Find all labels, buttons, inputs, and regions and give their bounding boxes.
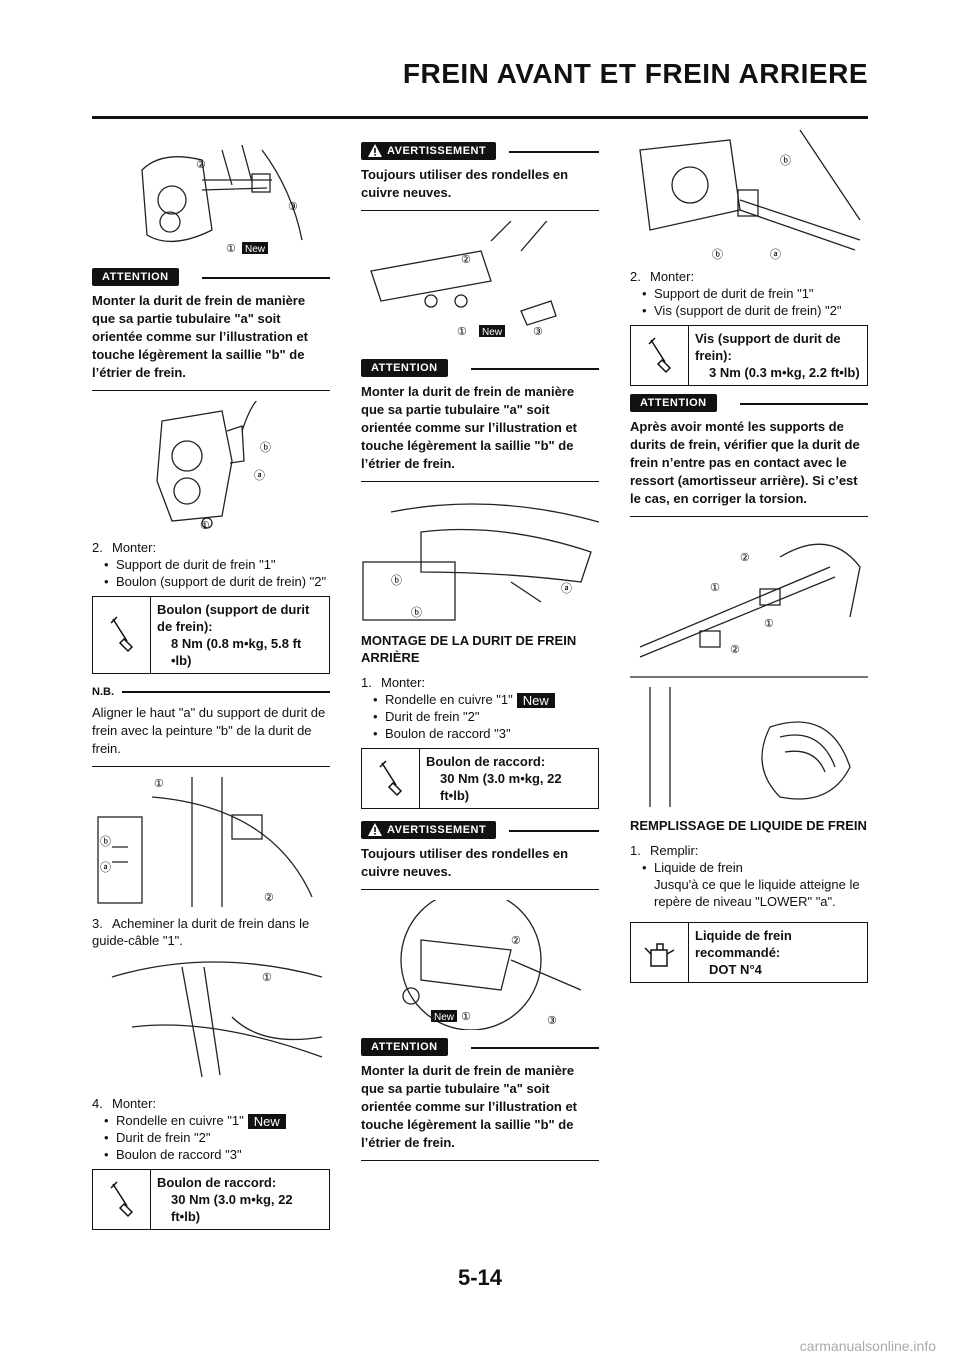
svg-text:②: ②	[264, 892, 274, 904]
illustration-hose-support: ① ⓑ ⓐ ②	[92, 777, 330, 907]
svg-text:③: ③	[547, 1015, 557, 1027]
warning-triangle-icon	[368, 823, 382, 837]
attention-label: ATTENTION	[630, 394, 868, 412]
list-item: Rondelle en cuivre "1"New	[361, 691, 599, 709]
step-2: 2.Monter: Support de durit de frein "1" …	[92, 539, 330, 590]
warning-triangle-icon	[368, 144, 382, 157]
svg-text:ⓐ: ⓐ	[770, 248, 781, 260]
illustration-rear-hose-orientation: ⓑ ⓑ ⓐ	[361, 492, 599, 622]
nb-label: N.B.	[92, 684, 330, 698]
nb-text: Aligner le haut "a" du support de durit …	[92, 704, 330, 767]
watermark: carmanualsonline.info	[799, 1338, 936, 1354]
svg-text:ⓐ: ⓐ	[254, 469, 265, 482]
step-1: 1.Monter: Rondelle en cuivre "1"New Duri…	[361, 674, 599, 742]
column-1: ② ③ ① New ATTENTION Monter la durit de f…	[92, 130, 330, 1231]
list-item: Durit de frein "2"	[361, 708, 599, 725]
warning-text: Toujours utiliser des rondelles en cuivr…	[361, 845, 599, 891]
svg-text:New: New	[434, 1012, 455, 1023]
svg-text:ⓐ: ⓐ	[100, 861, 111, 874]
svg-text:②: ②	[730, 644, 740, 656]
section-title-fluid: REMPLISSAGE DE LIQUIDE DE FREIN	[630, 818, 867, 833]
svg-text:New: New	[482, 327, 503, 338]
attention-text: Après avoir monté les supports de durits…	[630, 418, 868, 517]
oil-can-icon	[631, 923, 689, 982]
step-1: 1.Remplir: Liquide de frein Jusqu'à ce q…	[630, 842, 868, 910]
illustration-rear-master-cylinder: ② ① New ③	[361, 221, 599, 351]
warning-label: AVERTISSEMENT	[361, 821, 599, 840]
list-item: Vis (support de durit de frein) "2"	[630, 302, 868, 319]
warning-label: AVERTISSEMENT	[361, 142, 599, 160]
svg-text:①: ①	[764, 618, 774, 630]
fluid-spec-box: Liquide de frein recommandé: DOT N°4	[630, 922, 868, 983]
new-badge: New	[247, 1114, 286, 1130]
column-2: AVERTISSEMENT Toujours utiliser des rond…	[361, 130, 599, 1162]
torque-wrench-icon	[631, 326, 689, 385]
svg-text:①: ①	[710, 582, 720, 594]
svg-text:①: ①	[457, 326, 467, 338]
illustration-cable-guide: ①	[92, 957, 330, 1087]
page-number: 5-14	[457, 1265, 503, 1290]
illustration-caliper-hose: ② ③ ① New	[92, 130, 330, 260]
illustration-swingarm-hose: ② ① ① ②	[630, 527, 868, 807]
svg-text:ⓑ: ⓑ	[712, 248, 723, 260]
torque-spec-box: Boulon (support de durit de frein): 8 Nm…	[92, 596, 330, 674]
attention-text: Monter la durit de frein de manière que …	[92, 292, 330, 391]
svg-text:ⓑ: ⓑ	[260, 441, 271, 454]
list-item: Boulon (support de durit de frein) "2"	[92, 573, 330, 590]
section-title-rear-hose: MONTAGE DE LA DURIT DE FREIN ARRIÈRE	[361, 633, 577, 665]
svg-text:ⓑ: ⓑ	[411, 606, 422, 619]
svg-text:①: ①	[154, 778, 164, 790]
step-4: 4.Monter: Rondelle en cuivre "1"New Duri…	[92, 1095, 330, 1163]
svg-text:ⓑ: ⓑ	[780, 154, 791, 167]
svg-text:①: ①	[200, 520, 210, 531]
svg-text:②: ②	[740, 552, 750, 564]
svg-text:①: ①	[226, 243, 236, 255]
svg-text:②: ②	[511, 935, 521, 947]
svg-text:New: New	[245, 244, 266, 255]
illustration-caliper-side: ⓑ ⓐ ①	[92, 401, 330, 531]
svg-text:①: ①	[262, 972, 272, 984]
illustration-rear-caliper-hose: ⓑ ⓑ ⓐ	[630, 130, 868, 260]
list-item: Durit de frein "2"	[92, 1129, 330, 1146]
list-item: Support de durit de frein "1"	[630, 285, 868, 302]
attention-text: Monter la durit de frein de manière que …	[361, 1062, 599, 1162]
svg-text:ⓑ: ⓑ	[100, 835, 111, 848]
list-item: Liquide de frein	[630, 859, 868, 876]
svg-text:①: ①	[461, 1011, 471, 1023]
list-item: Boulon de raccord "3"	[361, 725, 599, 742]
page-title: FREIN AVANT ET FREIN ARRIERE	[402, 58, 868, 89]
attention-text: Monter la durit de frein de manière que …	[361, 383, 599, 482]
svg-text:②: ②	[461, 254, 471, 266]
step-3: 3.Acheminer la durit de frein dans le gu…	[92, 916, 310, 948]
torque-spec-box: Boulon de raccord: 30 Nm (3.0 m•kg, 22 f…	[361, 748, 599, 810]
list-subtext: Jusqu'à ce que le liquide atteigne le re…	[654, 877, 860, 909]
warning-text: Toujours utiliser des rondelles en cuivr…	[361, 166, 599, 211]
attention-label: ATTENTION	[361, 1038, 599, 1057]
illustration-rear-caliper: ② New ① ③	[361, 900, 599, 1031]
torque-wrench-icon	[93, 597, 151, 673]
step-2: 2.Monter: Support de durit de frein "1" …	[630, 268, 868, 319]
column-3: ⓑ ⓑ ⓐ 2.Monter: Support de durit de frei…	[630, 130, 868, 983]
torque-wrench-icon	[362, 749, 420, 809]
list-item: Support de durit de frein "1"	[92, 556, 330, 573]
attention-label: ATTENTION	[92, 268, 330, 286]
torque-spec-box: Vis (support de durit de frein): 3 Nm (0…	[630, 325, 868, 386]
attention-label: ATTENTION	[361, 359, 599, 377]
svg-text:③: ③	[533, 326, 543, 338]
svg-text:③: ③	[288, 201, 298, 213]
svg-text:②: ②	[196, 159, 206, 171]
torque-spec-box: Boulon de raccord: 30 Nm (3.0 m•kg, 22 f…	[92, 1169, 330, 1231]
new-badge: New	[516, 693, 555, 709]
header-divider	[92, 116, 868, 119]
list-item: Rondelle en cuivre "1"New	[92, 1112, 330, 1130]
torque-wrench-icon	[93, 1170, 151, 1230]
svg-text:ⓑ: ⓑ	[391, 574, 402, 587]
svg-text:ⓐ: ⓐ	[561, 582, 572, 595]
list-item: Boulon de raccord "3"	[92, 1146, 330, 1163]
